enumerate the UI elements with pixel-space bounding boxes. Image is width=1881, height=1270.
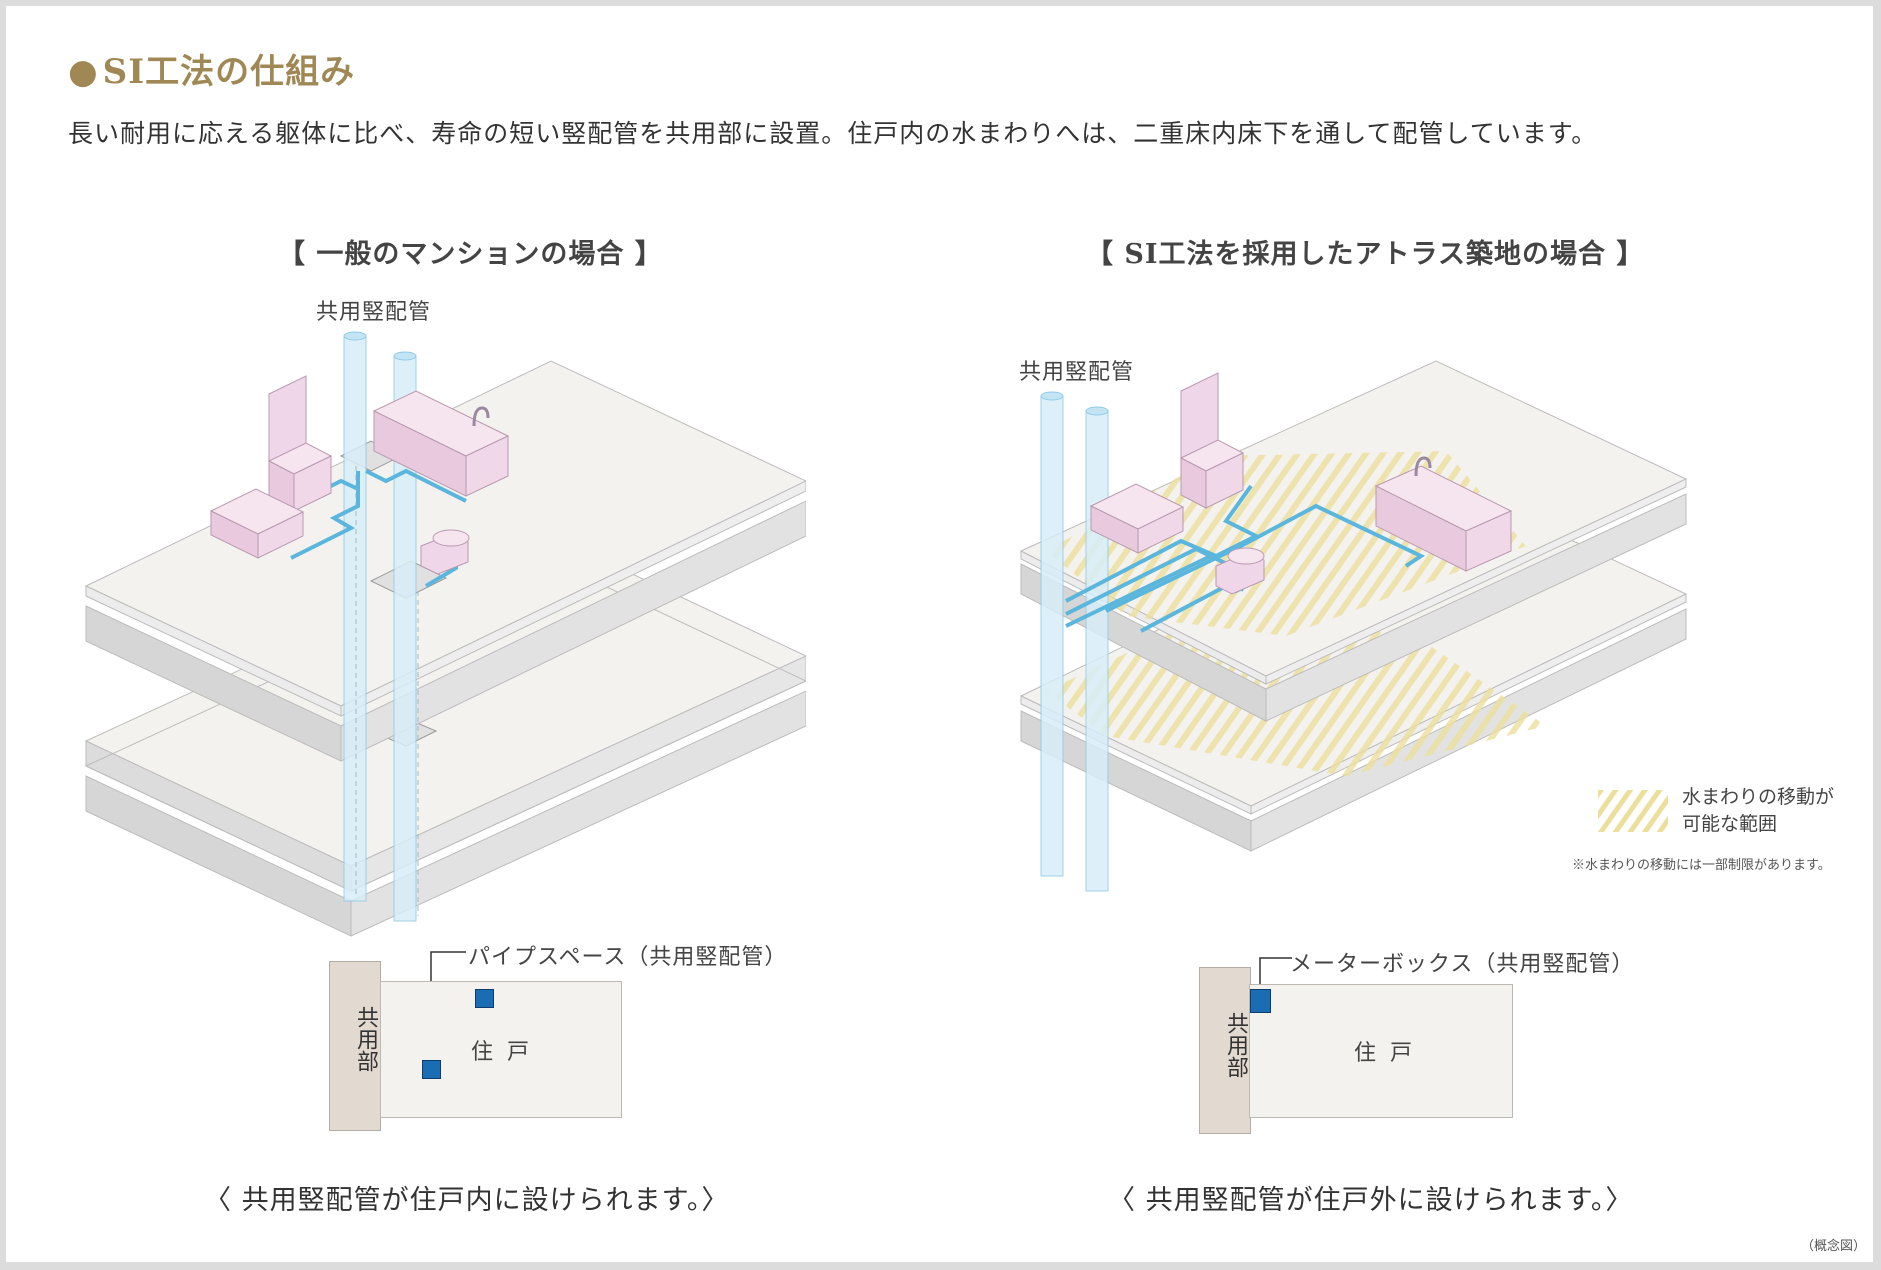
left-common-area-text: 共用部 bbox=[353, 1006, 378, 1072]
right-heading: 【 SI工法を採用したアトラス築地の場合 】 bbox=[1086, 239, 1645, 270]
left-pipe-space-1 bbox=[475, 989, 494, 1008]
left-vertical-pipes bbox=[343, 331, 419, 922]
legend-text: 水まわりの移動が 可能な範囲 bbox=[1682, 784, 1834, 838]
right-caption: 〈 共用竪配管が住戸外に設けられます。〉 bbox=[1108, 1185, 1634, 1216]
left-pipe-space-2 bbox=[422, 1060, 441, 1079]
right-common-area: 共用部 bbox=[1199, 967, 1251, 1134]
page-title-text: SI工法の仕組み bbox=[102, 52, 356, 92]
left-caption: 〈 共用竪配管が住戸内に設けられます。〉 bbox=[204, 1185, 730, 1216]
right-plan-leader bbox=[1259, 957, 1292, 988]
legend-text-line-1: 水まわりの移動が bbox=[1682, 786, 1835, 808]
left-fixtures bbox=[209, 375, 510, 575]
legend-text-line-2: 可能な範囲 bbox=[1682, 813, 1778, 835]
right-pipe-label: 共用竪配管 bbox=[1019, 360, 1135, 385]
right-unit-text: 住戸 bbox=[1354, 1041, 1427, 1066]
concept-note: （概念図） bbox=[1801, 1239, 1867, 1254]
right-diagram bbox=[1019, 360, 1688, 892]
page-description: 長い耐用に応える躯体に比べ、寿命の短い竪配管を共用部に設置。住戸内の水まわりへは… bbox=[68, 119, 1598, 148]
left-plan-label: パイプスペース（共用竪配管） bbox=[468, 945, 788, 970]
page-frame: ●SI工法の仕組み 長い耐用に応える躯体に比べ、寿命の短い竪配管を共用部に設置。… bbox=[6, 6, 1873, 1262]
right-upper-slab bbox=[1019, 360, 1688, 722]
right-unit: 住戸 bbox=[1249, 984, 1513, 1118]
left-pipe-label: 共用竪配管 bbox=[316, 300, 432, 325]
left-diagram bbox=[84, 331, 806, 937]
right-meter-box bbox=[1250, 989, 1271, 1013]
legend-hatch-swatch bbox=[1598, 790, 1668, 832]
page-title: ●SI工法の仕組み bbox=[68, 44, 355, 93]
left-common-area: 共用部 bbox=[329, 961, 381, 1131]
right-plan-label: メーターボックス（共用竪配管） bbox=[1290, 952, 1635, 977]
legend-note: ※水まわりの移動には一部制限があります。 bbox=[1572, 858, 1831, 873]
left-heading: 【 一般のマンションの場合 】 bbox=[278, 239, 663, 270]
right-common-area-text: 共用部 bbox=[1223, 1012, 1248, 1078]
left-unit-text: 住戸 bbox=[471, 1040, 544, 1065]
bullet-icon: ● bbox=[68, 52, 99, 92]
right-fixtures bbox=[1089, 372, 1513, 595]
left-unit: 住戸 bbox=[380, 981, 622, 1118]
right-vertical-pipes bbox=[1040, 391, 1109, 892]
